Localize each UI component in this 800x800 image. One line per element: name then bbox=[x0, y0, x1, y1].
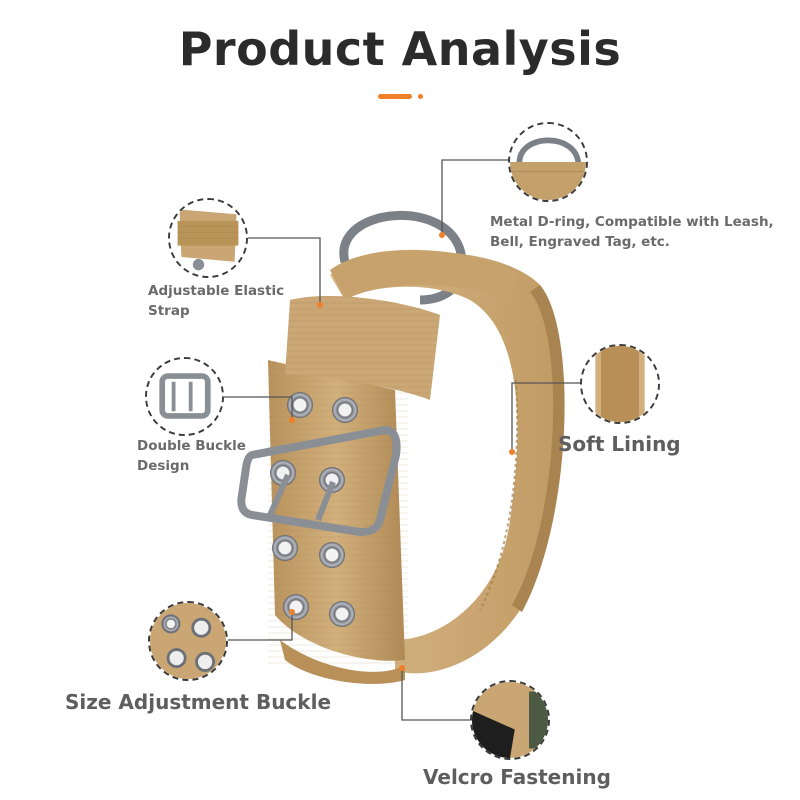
grommet bbox=[332, 397, 358, 423]
grommet bbox=[272, 535, 298, 561]
size-buckle-detail-image bbox=[148, 601, 228, 681]
underline-dot bbox=[418, 94, 423, 99]
top-strap bbox=[330, 249, 520, 300]
title-underline bbox=[378, 94, 438, 100]
velcro-detail-image bbox=[470, 680, 550, 760]
grommet bbox=[283, 594, 309, 620]
elastic-strap-detail-image bbox=[168, 198, 248, 278]
velcro-fastening-label: Velcro Fastening bbox=[423, 765, 611, 789]
grommet bbox=[287, 392, 313, 418]
underline-dash bbox=[378, 94, 412, 99]
bottom-tab bbox=[280, 640, 405, 684]
double-buckle-detail-image bbox=[145, 357, 224, 436]
soft-lining-detail-image bbox=[580, 344, 660, 424]
buckle-frame bbox=[237, 425, 401, 537]
buckle-prong bbox=[315, 480, 336, 522]
grommet bbox=[329, 601, 355, 627]
grommet bbox=[270, 460, 296, 486]
size-adjustment-buckle-label: Size Adjustment Buckle bbox=[65, 690, 332, 714]
collar-lining-stitch bbox=[479, 379, 519, 611]
elastic-strap-label: Adjustable Elastic Strap bbox=[148, 283, 285, 319]
soft-lining-label: Soft Lining bbox=[558, 432, 681, 456]
grommet bbox=[319, 467, 345, 493]
buckle-prong bbox=[267, 473, 291, 517]
grommet bbox=[319, 542, 345, 568]
d-ring-label: Metal D-ring, Compatible with Leash, Bel… bbox=[490, 214, 774, 250]
d-ring-detail-image bbox=[508, 122, 588, 202]
double-buckle-label: Double Buckle Design bbox=[137, 438, 246, 474]
page-title: Product Analysis bbox=[178, 22, 622, 76]
collar-back bbox=[330, 251, 563, 674]
